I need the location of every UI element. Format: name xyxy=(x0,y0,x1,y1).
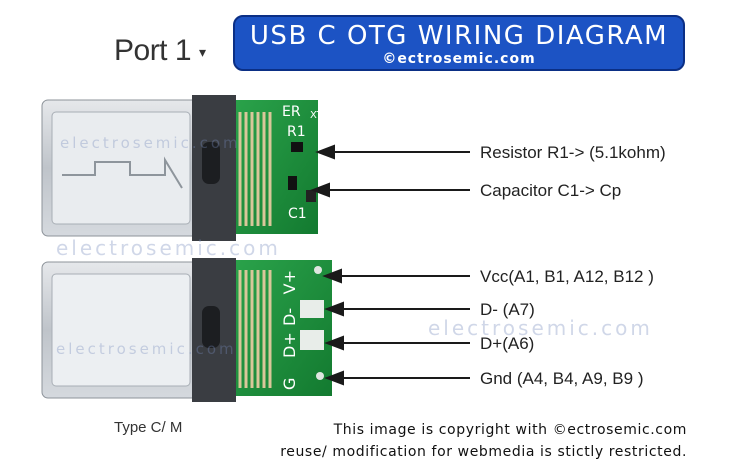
port-label: Port 1 xyxy=(114,34,192,67)
port-selector[interactable]: Port 1 ▾ xyxy=(114,34,206,68)
dminus-label: D- (A7) xyxy=(480,300,535,319)
silk-r1: R1 xyxy=(287,124,306,140)
watermark-4: electrosemic.com xyxy=(428,316,653,340)
silk-er: ER xyxy=(282,104,301,120)
silk-vplus: V+ xyxy=(280,270,299,294)
title-subtitle: ©ectrosemic.com xyxy=(382,51,536,67)
vcc-label: Vcc(A1, B1, A12, B12 ) xyxy=(480,267,654,286)
silk-dplus: D+ xyxy=(280,332,299,358)
page-title: USB C OTG WIRING DIAGRAM xyxy=(249,21,669,51)
watermark-3: electrosemic.com xyxy=(56,340,237,358)
title-banner: USB C OTG WIRING DIAGRAM ©ectrosemic.com xyxy=(233,15,685,71)
top-pcb: ER XT R1 C1 xyxy=(236,100,324,234)
silk-gnd: G xyxy=(280,378,299,390)
copyright-line-2: reuse/ modification for webmedia is stic… xyxy=(280,444,687,460)
silk-c1: C1 xyxy=(288,206,307,222)
gnd-label: Gnd (A4, B4, A9, B9 ) xyxy=(480,369,644,388)
pointer-arrows xyxy=(310,144,470,386)
chevron-down-icon: ▾ xyxy=(199,43,206,60)
type-label: Type C/ M xyxy=(114,419,183,436)
watermark-2: electrosemic.com xyxy=(56,236,281,260)
copyright-line-1: This image is copyright with ©ectrosemic… xyxy=(333,422,687,438)
watermark-1: electrosemic.com xyxy=(60,134,241,152)
resistor-label: Resistor R1-> (5.1kohm) xyxy=(480,143,666,162)
bottom-pcb: V+ D- D+ G xyxy=(236,260,332,396)
capacitor-label: Capacitor C1-> Cp xyxy=(480,181,622,200)
silk-xt: XT xyxy=(310,110,324,121)
bottom-connector: V+ D- D+ G xyxy=(41,258,332,402)
top-connector: ER XT R1 C1 xyxy=(41,95,324,241)
silk-dminus: D- xyxy=(280,308,299,326)
dplus-label: D+(A6) xyxy=(480,334,535,353)
